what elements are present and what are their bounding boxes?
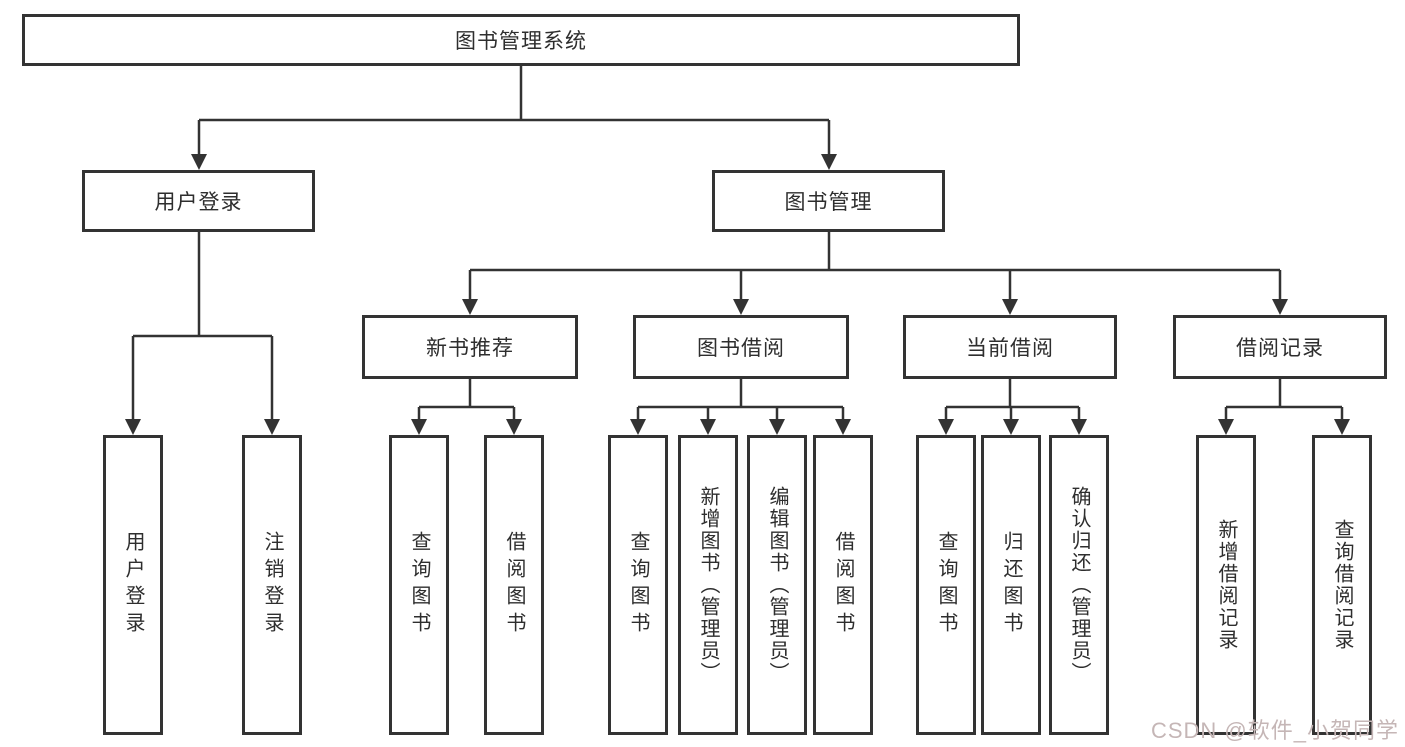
arrowhead — [411, 419, 427, 435]
node-user-login: 用户登录 — [82, 170, 315, 232]
arrowhead — [264, 419, 280, 435]
arrowhead — [462, 299, 478, 315]
arrowhead — [1218, 419, 1234, 435]
arrowhead — [769, 419, 785, 435]
leaf-cb-query-books: 查询图书 — [916, 435, 976, 735]
arrowhead — [733, 299, 749, 315]
arrowhead — [938, 419, 954, 435]
csdn-watermark: CSDN @软件_小贺同学 — [1150, 718, 1399, 743]
arrowhead — [1071, 419, 1087, 435]
leaf-cb-confirm-return-admin: 确认归还（管理员） — [1049, 435, 1109, 735]
leaf-user-login: 用户登录 — [103, 435, 163, 735]
leaf-bb-edit-books-admin: 编辑图书（管理员） — [747, 435, 807, 735]
arrowhead — [125, 419, 141, 435]
connector-newbookrec-to-leaves — [417, 379, 516, 423]
arrowhead — [1003, 419, 1019, 435]
leaf-cb-return-books: 归还图书 — [981, 435, 1041, 735]
arrowhead — [1334, 419, 1350, 435]
arrowheads — [125, 154, 1350, 435]
node-book-management: 图书管理 — [712, 170, 945, 232]
node-library-management-system: 图书管理系统 — [22, 14, 1020, 66]
node-book-borrow: 图书借阅 — [633, 315, 849, 379]
arrowhead — [506, 419, 522, 435]
connector-currentborrow-to-leaves — [944, 379, 1081, 423]
connector-root-to-level2 — [197, 66, 831, 158]
leaf-bb-query-books: 查询图书 — [608, 435, 668, 735]
leaf-br-add-record: 新增借阅记录 — [1196, 435, 1256, 735]
arrowhead — [835, 419, 851, 435]
connector-userlogin-to-leaves — [131, 232, 274, 423]
arrowhead — [1002, 299, 1018, 315]
connector-bookmgmt-to-level3 — [468, 232, 1282, 303]
leaf-logout-login: 注销登录 — [242, 435, 302, 735]
leaf-br-query-record: 查询借阅记录 — [1312, 435, 1372, 735]
arrowhead — [821, 154, 837, 170]
node-borrow-records: 借阅记录 — [1173, 315, 1387, 379]
leaf-rec-borrow-books: 借阅图书 — [484, 435, 544, 735]
arrowhead — [630, 419, 646, 435]
arrowhead — [1272, 299, 1288, 315]
node-current-borrow: 当前借阅 — [903, 315, 1117, 379]
leaf-bb-add-books-admin: 新增图书（管理员） — [678, 435, 738, 735]
connector-borrowrecords-to-leaves — [1224, 379, 1344, 423]
node-new-book-recommend: 新书推荐 — [362, 315, 578, 379]
leaf-rec-query-books: 查询图书 — [389, 435, 449, 735]
arrowhead — [700, 419, 716, 435]
arrowhead — [191, 154, 207, 170]
connector-bookborrow-to-leaves — [636, 379, 845, 423]
leaf-bb-borrow-books: 借阅图书 — [813, 435, 873, 735]
